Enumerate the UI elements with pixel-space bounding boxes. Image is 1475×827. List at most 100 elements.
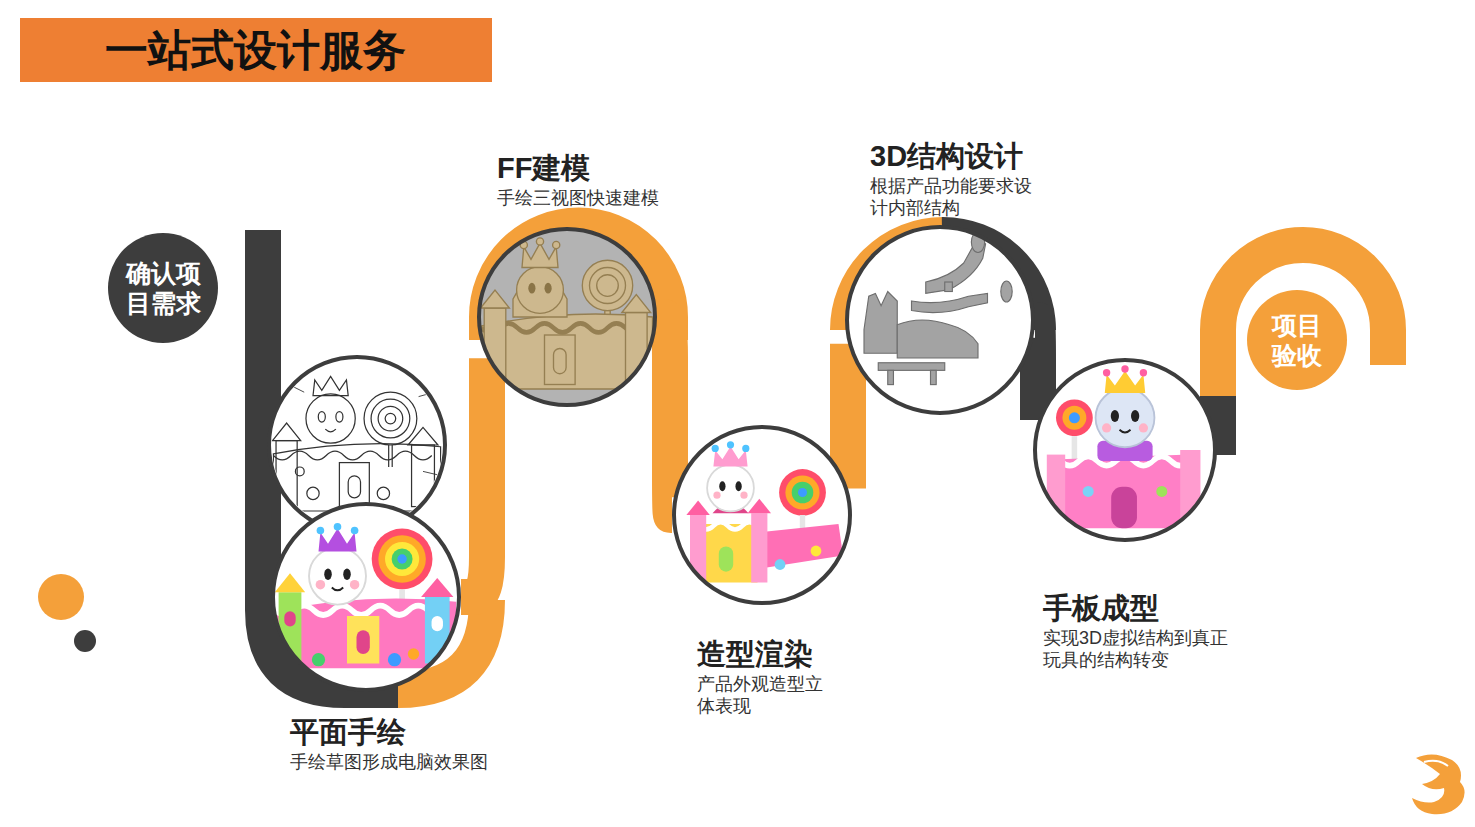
candy-castle-illustration-part bbox=[397, 554, 407, 564]
model-illustration-part-part bbox=[626, 313, 648, 385]
candy-castle-illustration-part bbox=[351, 527, 359, 535]
render-illustration bbox=[672, 425, 852, 605]
candy-castle-illustration-part bbox=[357, 630, 370, 654]
prototype-illustration-part bbox=[1083, 486, 1094, 497]
prototype-illustration-part bbox=[1069, 412, 1080, 423]
sketch-illustration-part-part bbox=[378, 406, 403, 431]
sketch-illustration-part-part bbox=[348, 476, 360, 498]
candy-castle-illustration-part bbox=[343, 569, 351, 580]
candy-castle-illustration-part bbox=[350, 580, 360, 590]
step-label: 造型渲染产品外观造型立 体表现 bbox=[697, 638, 823, 718]
model-illustration-part-part bbox=[536, 238, 543, 245]
logo-mark-part bbox=[1412, 754, 1465, 814]
candy-castle-illustration-part bbox=[408, 648, 419, 659]
sketch-illustration-part bbox=[273, 376, 441, 511]
candy-castle-illustration-part bbox=[332, 588, 343, 591]
candy-castle-illustration-part bbox=[432, 616, 443, 631]
step-heading: 3D结构设计 bbox=[870, 140, 1032, 173]
render-illustration-part bbox=[775, 559, 786, 570]
candy-castle-illustration-part bbox=[317, 527, 325, 535]
render-illustration-part bbox=[690, 515, 706, 583]
step-label: 3D结构设计根据产品功能要求设 计内部结构 bbox=[870, 140, 1032, 220]
sketch-illustration-part-part bbox=[371, 399, 410, 438]
step-description: 手绘三视图快速建模 bbox=[497, 188, 659, 210]
model-illustration-part-part bbox=[597, 275, 619, 297]
step-circle: 3D结构设计根据产品功能要求设 计内部结构 bbox=[845, 225, 1035, 415]
render-illustration-part bbox=[751, 513, 767, 582]
prototype-illustration-part bbox=[1056, 399, 1093, 436]
prototype-illustration-part bbox=[1105, 371, 1145, 393]
render-illustration-part bbox=[792, 482, 814, 504]
render-illustration-part bbox=[699, 524, 758, 583]
prototype-illustration-part bbox=[1140, 369, 1147, 376]
candy-castle-illustration-part bbox=[425, 597, 450, 664]
render-illustration-part bbox=[785, 475, 819, 509]
prototype-illustration-part bbox=[1111, 487, 1137, 528]
render-illustration-part bbox=[811, 546, 822, 557]
candy-castle-illustration-part bbox=[312, 653, 325, 666]
model-illustration-part-part bbox=[590, 268, 626, 304]
model-illustration-part-part bbox=[484, 308, 506, 385]
render-illustration-part bbox=[686, 501, 709, 515]
prototype-illustration-part bbox=[1072, 436, 1078, 459]
step-heading: 造型渲染 bbox=[697, 638, 823, 671]
sketch-illustration-part-part bbox=[377, 487, 389, 499]
render-illustration-part bbox=[735, 481, 741, 491]
candy-castle-illustration-part bbox=[388, 653, 401, 666]
step-description: 手绘草图形成电脑效果图 bbox=[290, 752, 488, 774]
model-illustration-part-part bbox=[520, 241, 527, 248]
model-illustration bbox=[477, 227, 657, 407]
sketch-illustration-part-part bbox=[412, 445, 435, 507]
render-illustration-part bbox=[672, 425, 852, 605]
model-illustration-part-part bbox=[481, 290, 510, 308]
parts-illustration-part-part bbox=[931, 370, 937, 384]
model-illustration-part bbox=[477, 227, 657, 407]
candy-castle-illustration-part bbox=[392, 549, 413, 570]
winding-band bbox=[263, 226, 1388, 691]
candy-castle-illustration bbox=[271, 502, 461, 692]
prototype-illustration-part bbox=[1119, 430, 1130, 433]
prototype-illustration-part bbox=[1180, 450, 1200, 528]
candy-castle-illustration-part bbox=[319, 529, 357, 552]
sketch-illustration-part-part bbox=[295, 467, 304, 476]
step-description: 实现3D虚拟结构到真正 玩具的结构转变 bbox=[1043, 628, 1228, 672]
prototype-illustration-part bbox=[1033, 358, 1217, 542]
model-illustration-part-part bbox=[517, 267, 564, 314]
candy-castle-illustration-part bbox=[334, 523, 342, 531]
parts-illustration-part bbox=[845, 225, 1035, 415]
sketch-illustration-part-part bbox=[336, 412, 343, 423]
prototype-illustration-part bbox=[1111, 410, 1119, 422]
deco-dot bbox=[38, 574, 84, 620]
step-circle: 造型渲染产品外观造型立 体表现 bbox=[672, 425, 852, 605]
candy-castle-illustration-part bbox=[284, 611, 295, 626]
candy-castle-illustration-part bbox=[372, 529, 433, 590]
candy-castle-illustration-part bbox=[378, 535, 426, 583]
prototype-illustration-part bbox=[1061, 455, 1194, 529]
milestone-circle: 确认项 目需求 bbox=[108, 233, 218, 343]
parts-illustration-part-part bbox=[864, 292, 897, 354]
prototype-illustration-part bbox=[1121, 365, 1128, 372]
prototype-illustration bbox=[1033, 358, 1217, 542]
candy-castle-illustration-part bbox=[347, 616, 379, 664]
step-heading: 平面手绘 bbox=[290, 716, 488, 749]
candy-castle-illustration-part bbox=[421, 578, 453, 597]
sketch-illustration-part-part bbox=[313, 376, 348, 395]
parts-illustration-part bbox=[864, 232, 1012, 385]
parts-illustration bbox=[845, 225, 1035, 415]
title-bar: 一站式设计服务 bbox=[20, 18, 492, 82]
render-illustration-part bbox=[719, 547, 733, 572]
flow-band bbox=[461, 358, 487, 597]
sketch-illustration-part-part bbox=[307, 487, 319, 499]
prototype-illustration-part bbox=[1103, 369, 1110, 376]
prototype-illustration-part bbox=[1102, 423, 1111, 432]
band-end-arch bbox=[1218, 245, 1388, 396]
deco-dot bbox=[74, 630, 96, 652]
sketch-illustration-part-part bbox=[339, 463, 369, 507]
candy-castle-illustration-part bbox=[385, 542, 419, 576]
model-illustration-part bbox=[481, 238, 653, 389]
model-illustration-part-part bbox=[622, 295, 651, 313]
render-illustration-part bbox=[748, 499, 771, 513]
render-illustration-part bbox=[713, 492, 720, 499]
step-circle: 平面手绘手绘草图形成电脑效果图 bbox=[271, 502, 461, 692]
step-description: 根据产品功能要求设 计内部结构 bbox=[870, 176, 1032, 220]
